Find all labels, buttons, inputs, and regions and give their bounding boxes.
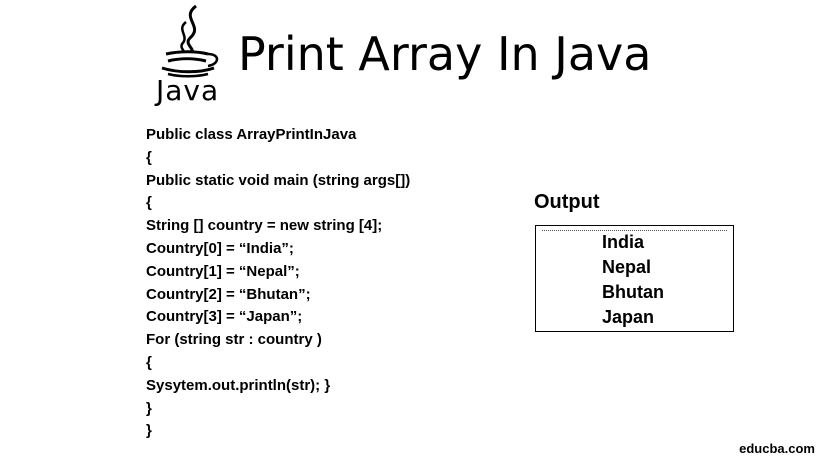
output-box: India Nepal Bhutan Japan	[535, 225, 734, 332]
code-line: Public class ArrayPrintInJava	[146, 126, 357, 143]
java-logo: Java	[150, 4, 234, 108]
page-title: Print Array In Java	[238, 27, 652, 81]
output-item: India	[602, 232, 645, 252]
output-item: Bhutan	[602, 282, 664, 302]
dotted-divider	[542, 230, 727, 231]
code-line: {	[146, 148, 152, 166]
code-line: Public static void main (string args[])	[146, 171, 411, 189]
java-logo-wordmark: Java	[156, 74, 220, 107]
code-line: Country[1] = “Nepal”;	[146, 262, 300, 280]
code-line: Sysytem.out.println(str); }	[146, 376, 331, 394]
java-coffee-cup-icon	[161, 4, 219, 78]
output-item: Nepal	[602, 257, 652, 277]
output-list: India Nepal Bhutan Japan	[602, 230, 664, 330]
code-line: Country[3] = “Japan”;	[146, 308, 303, 326]
code-line: Country[2] = “Bhutan”;	[146, 285, 311, 303]
code-line: For (string str : country )	[146, 331, 322, 349]
code-line: Country[0] = “India”;	[146, 239, 294, 257]
watermark: educba.com	[739, 441, 815, 456]
code-line: {	[146, 353, 152, 371]
code-line: {	[146, 194, 152, 212]
code-listing: Public class ArrayPrintInJava { Public s…	[146, 124, 410, 443]
code-line: }	[146, 422, 152, 440]
code-line: String [] country = new string [4];	[146, 217, 383, 235]
code-line: }	[146, 399, 152, 417]
output-item: Japan	[602, 307, 655, 327]
output-heading: Output	[534, 191, 600, 213]
